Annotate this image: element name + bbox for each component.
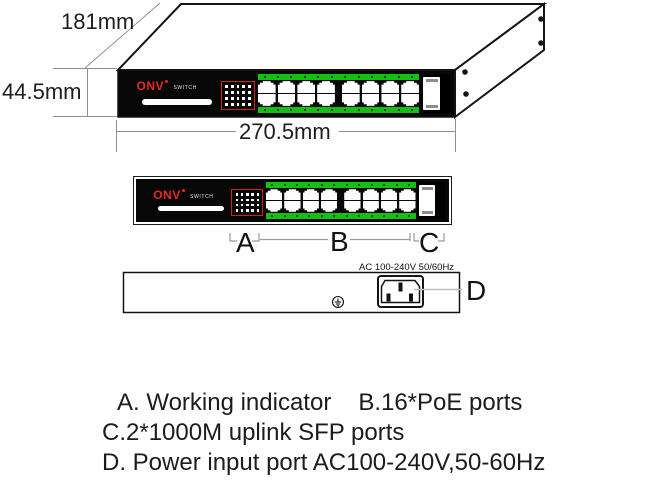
legend-item-b: B.16*PoE ports — [358, 389, 523, 416]
rj45-port — [302, 201, 319, 212]
sfp-uplink-block — [420, 73, 451, 114]
callout-b: B — [330, 226, 349, 257]
sfp-label-top — [425, 78, 438, 82]
sfp-slot — [422, 76, 441, 111]
rj45-port — [320, 201, 338, 212]
rj45-port — [381, 81, 400, 93]
port-number-strip-bottom — [257, 106, 419, 114]
rear-panel-view — [122, 271, 461, 314]
panel-slot-bar — [157, 205, 224, 211]
rj45-port — [284, 201, 301, 212]
screw-hole — [538, 16, 544, 22]
rj45-port-grid — [265, 188, 416, 213]
screw-hole — [463, 91, 469, 97]
rj45-port — [297, 93, 316, 106]
rj45-port — [399, 189, 416, 200]
poe-ports-block — [265, 182, 416, 219]
chassis-top-face — [115, 3, 548, 71]
rj45-port-grid — [257, 80, 419, 107]
callout-a: A — [236, 227, 255, 258]
rj45-port — [257, 93, 276, 106]
rj45-port — [257, 81, 276, 93]
rj45-port — [277, 81, 296, 93]
sfp-slot — [419, 185, 436, 216]
brand-text: ONV — [153, 187, 181, 202]
dimension-depth-label: 181mm — [61, 9, 135, 34]
panel-slot-bar — [141, 99, 213, 105]
legend-block: A. Working indicator B.16*PoE ports C.2*… — [102, 388, 545, 478]
chassis-side-panel — [454, 2, 545, 120]
ground-icon — [331, 295, 345, 309]
rj45-row-top — [257, 81, 419, 93]
rj45-port — [297, 81, 316, 93]
rj45-port — [380, 201, 398, 212]
rj45-port — [380, 189, 398, 200]
rj45-port — [401, 81, 419, 93]
rj45-port — [302, 189, 319, 200]
legend-line-3: D. Power input port AC100-240V,50-60Hz — [102, 449, 546, 476]
rj45-port — [265, 201, 283, 212]
led-indicator-matrix — [231, 188, 264, 216]
legend-item-a: A. Working indicator — [117, 389, 332, 416]
callout-d: D — [466, 275, 487, 306]
rj45-port — [362, 189, 379, 200]
callout-c: C — [419, 227, 440, 258]
port-number-strip-top — [265, 182, 416, 189]
front-panel-view-frame: ONV SWITCH — [133, 176, 452, 225]
rj45-row-bottom — [265, 201, 416, 212]
rj45-port — [399, 201, 416, 212]
brand-subtext: SWITCH — [190, 193, 214, 200]
legend-line-1: A. Working indicator B.16*PoE ports — [102, 388, 545, 418]
rj45-port — [344, 189, 361, 200]
rj45-port — [362, 201, 379, 212]
onv-logo: ONV SWITCH — [153, 187, 214, 203]
brand-text: ONV — [136, 79, 165, 94]
rj45-port — [341, 93, 360, 106]
logo-star-icon — [165, 80, 169, 84]
rj45-port — [320, 189, 338, 200]
rj45-port — [341, 81, 360, 93]
logo-star-icon — [181, 188, 185, 192]
power-inlet-c14 — [377, 275, 424, 308]
onv-logo: ONV SWITCH — [136, 78, 197, 94]
screw-hole — [538, 40, 544, 46]
rj45-port — [265, 189, 283, 200]
sfp-label-bottom — [421, 210, 433, 214]
dimension-width-label: 270.5mm — [239, 119, 331, 144]
rj45-port — [361, 93, 380, 106]
sfp-uplink-block — [417, 182, 445, 219]
front-panel-view: ONV SWITCH — [136, 179, 449, 222]
sfp-label-top — [421, 187, 433, 191]
rj45-row-top — [265, 189, 416, 200]
front-panel-3d-view: ONV SWITCH — [118, 70, 455, 117]
port-number-strip-bottom — [265, 212, 416, 219]
rj45-port — [317, 81, 335, 93]
led-indicator-matrix — [220, 80, 256, 111]
poe-ports-block — [257, 73, 419, 114]
rj45-port — [344, 201, 361, 212]
screw-hole — [462, 69, 468, 75]
power-rating-text: AC 100-240V 50/60Hz — [359, 262, 455, 273]
brand-subtext: SWITCH — [173, 85, 197, 92]
rj45-port — [284, 189, 301, 200]
rj45-port — [401, 93, 419, 106]
sfp-label-bottom — [425, 105, 438, 109]
dimension-height-label: 44.5mm — [2, 79, 82, 104]
rj45-row-bottom — [257, 93, 419, 106]
rj45-port — [277, 93, 296, 106]
legend-line-2: C.2*1000M uplink SFP ports — [102, 419, 405, 446]
rj45-port — [317, 93, 335, 106]
rj45-port — [381, 93, 400, 106]
rj45-port — [361, 81, 380, 93]
